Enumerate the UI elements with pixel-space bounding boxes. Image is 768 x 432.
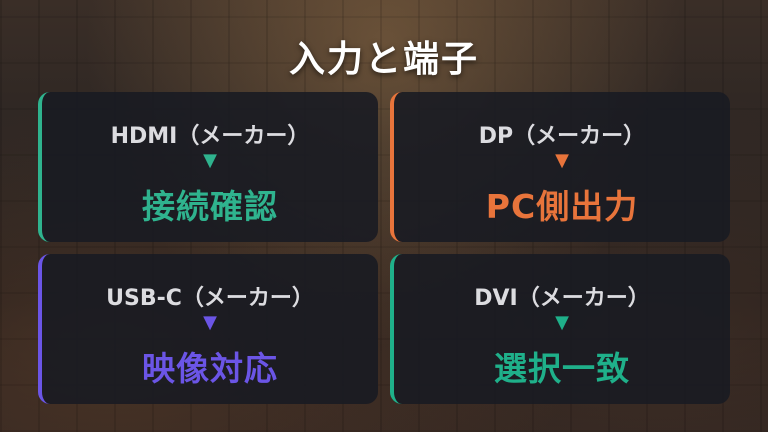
card-value: PC側出力 [485,187,639,226]
card-value: 接続確認 [142,187,278,226]
card-dp: DP（メーカー） ▼ PC側出力 [390,92,730,242]
arrow-down-icon: ▼ [203,312,217,333]
card-value: 選択一致 [494,349,630,388]
card-label: DP（メーカー） [478,124,646,149]
arrow-down-icon: ▼ [555,150,569,171]
card-label: DVI（メーカー） [474,286,650,311]
card-hdmi: HDMI（メーカー） ▼ 接続確認 [38,92,378,242]
card-label: USB-C（メーカー） [106,286,314,311]
card-value: 映像対応 [142,349,278,388]
arrow-down-icon: ▼ [203,150,217,171]
card-label: HDMI（メーカー） [110,124,310,149]
arrow-down-icon: ▼ [555,312,569,333]
page-title: 入力と端子 [288,39,479,80]
card-usb-c: USB-C（メーカー） ▼ 映像対応 [38,254,378,404]
card-dvi: DVI（メーカー） ▼ 選択一致 [390,254,730,404]
